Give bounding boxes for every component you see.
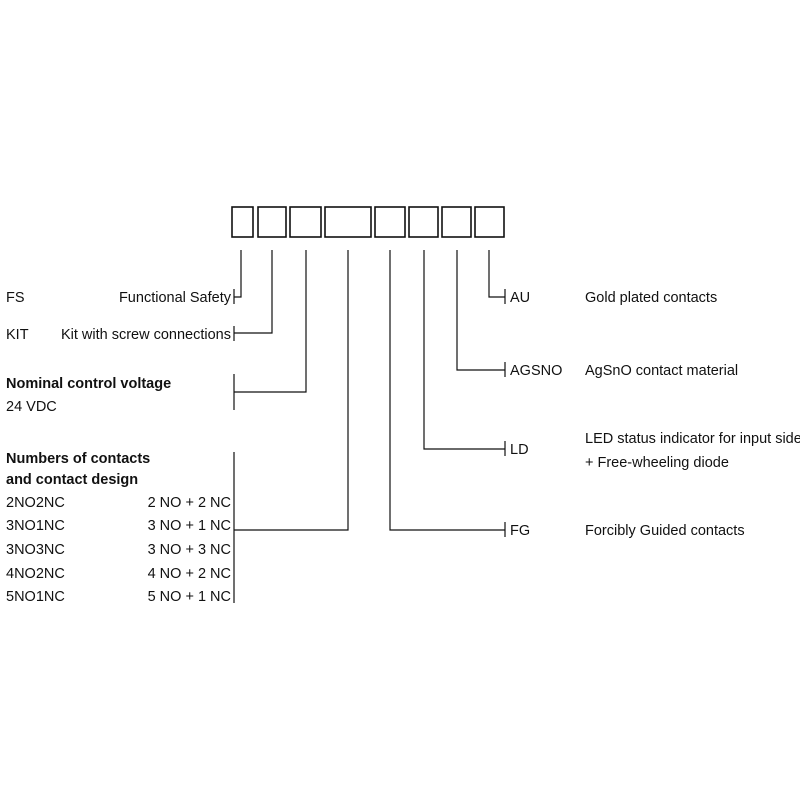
code-boxes bbox=[231, 206, 505, 238]
fg-code: FG bbox=[510, 523, 530, 539]
kit-description: Kit with screw connections bbox=[61, 327, 231, 343]
code-box-ld bbox=[408, 206, 439, 238]
connector-fg bbox=[389, 250, 505, 531]
au-description: Gold plated contacts bbox=[585, 290, 717, 306]
connector-au bbox=[488, 250, 505, 298]
connector-voltage bbox=[234, 250, 307, 393]
voltage-value: 24 VDC bbox=[6, 399, 57, 415]
fs-code: FS bbox=[6, 290, 25, 306]
connector-agsno bbox=[456, 250, 505, 371]
kit-code: KIT bbox=[6, 327, 29, 343]
contact-row-desc: 2 NO + 2 NC bbox=[148, 495, 231, 511]
ld-code: LD bbox=[510, 442, 529, 458]
contacts-heading-line1: Numbers of contacts bbox=[6, 451, 150, 467]
connector-fs bbox=[234, 250, 242, 298]
connector-kit bbox=[234, 250, 273, 334]
code-box-au bbox=[474, 206, 505, 238]
connector-ld bbox=[423, 250, 505, 450]
connector-lines bbox=[233, 250, 506, 603]
contact-row-desc: 3 NO + 1 NC bbox=[148, 518, 231, 534]
voltage-heading: Nominal control voltage bbox=[6, 376, 171, 392]
contact-row-code: 2NO2NC bbox=[6, 495, 65, 511]
code-box-fs bbox=[231, 206, 254, 238]
right-labels: AU Gold plated contacts AGSNO AgSnO cont… bbox=[510, 290, 800, 539]
contact-row-desc: 4 NO + 2 NC bbox=[148, 566, 231, 582]
connector-contacts bbox=[234, 250, 349, 531]
agsno-description: AgSnO contact material bbox=[585, 363, 738, 379]
contact-row-code: 4NO2NC bbox=[6, 566, 65, 582]
ld-description-line1: LED status indicator for input side bbox=[585, 431, 800, 447]
contact-row-code: 3NO1NC bbox=[6, 518, 65, 534]
contact-row-code: 5NO1NC bbox=[6, 589, 65, 605]
code-box-agsno bbox=[441, 206, 472, 238]
ld-description-line2: + Free-wheeling diode bbox=[585, 455, 729, 471]
contact-row-desc: 3 NO + 3 NC bbox=[148, 542, 231, 558]
contacts-heading-line2: and contact design bbox=[6, 472, 138, 488]
agsno-code: AGSNO bbox=[510, 363, 562, 379]
contact-row-desc: 5 NO + 1 NC bbox=[148, 589, 231, 605]
code-box-voltage bbox=[289, 206, 322, 238]
au-code: AU bbox=[510, 290, 530, 306]
code-box-contacts bbox=[324, 206, 372, 238]
fg-description: Forcibly Guided contacts bbox=[585, 523, 745, 539]
contact-row-code: 3NO3NC bbox=[6, 542, 65, 558]
code-box-fg bbox=[374, 206, 406, 238]
code-box-kit bbox=[257, 206, 287, 238]
left-labels: FS Functional Safety KIT Kit with screw … bbox=[6, 290, 232, 605]
fs-description: Functional Safety bbox=[119, 290, 232, 306]
